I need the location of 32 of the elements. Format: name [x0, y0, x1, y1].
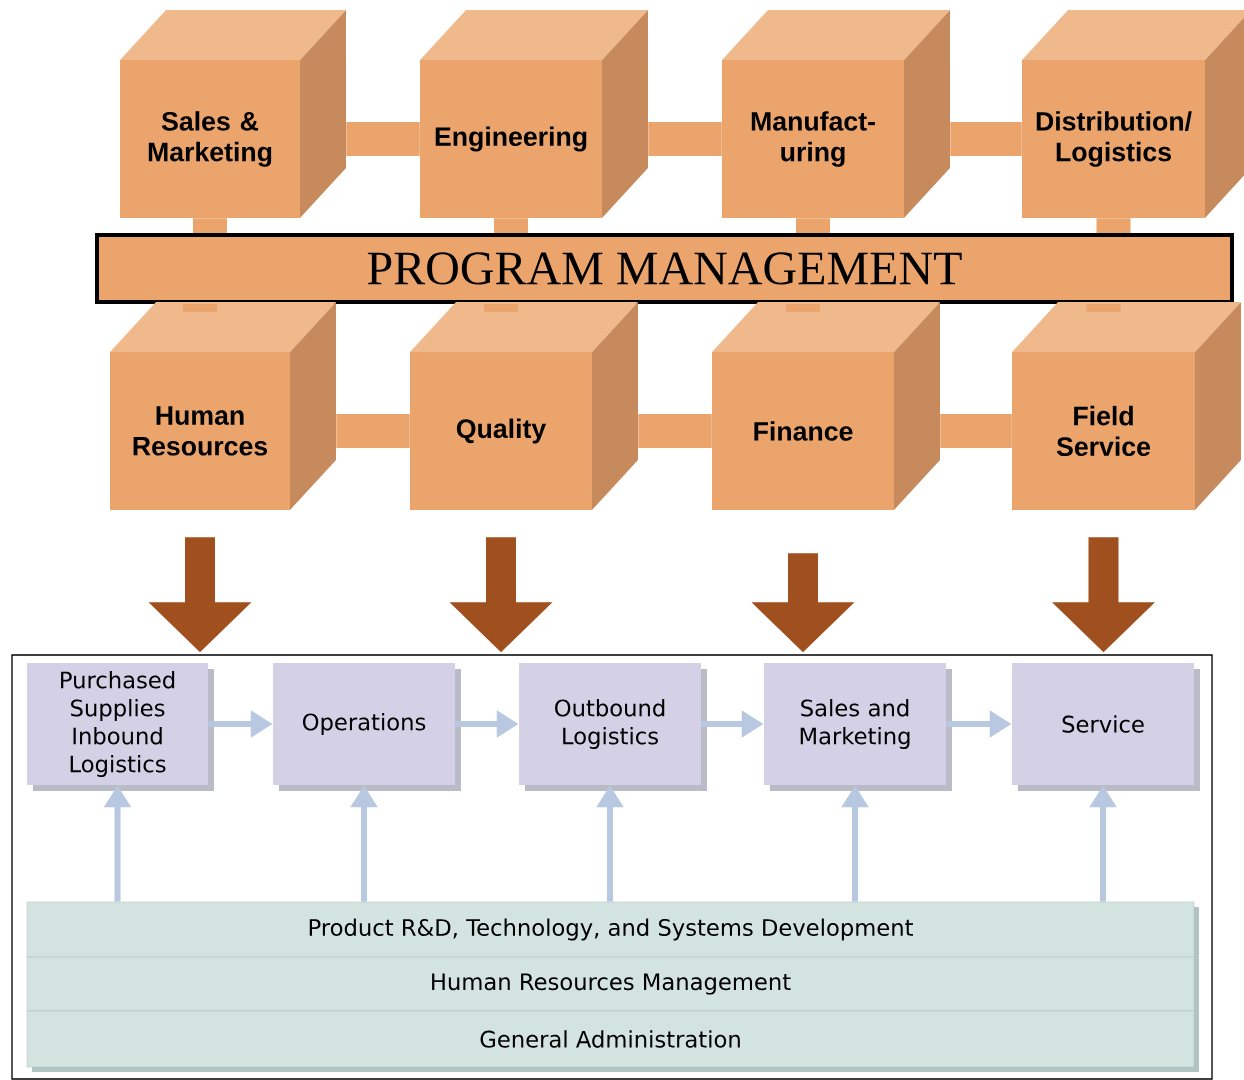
- activity-box: Purchased Supplies Inbound Logistics: [27, 663, 214, 791]
- connector-beam: [940, 414, 1012, 448]
- connector-beam: [346, 122, 420, 156]
- frame-box: [11, 654, 1213, 1080]
- connector-beam: [494, 218, 528, 233]
- connector-beam: [638, 414, 712, 448]
- connector-beam: [786, 304, 820, 312]
- connector-beam: [648, 122, 722, 156]
- cube-box: Finance: [712, 302, 940, 510]
- activity-box: Operations: [273, 663, 461, 791]
- support-band: Product R&D, Technology, and Systems Development: [26, 901, 1199, 962]
- connector-beam: [193, 218, 227, 233]
- connector-beam: [950, 122, 1022, 156]
- support-band: Human Resources Management: [26, 956, 1199, 1016]
- connector-beam: [796, 218, 830, 233]
- activity-box: Sales and Marketing: [764, 663, 952, 791]
- connector-beam: [1096, 218, 1131, 233]
- cube-box: Quality: [410, 302, 638, 510]
- connector-beam: [336, 414, 410, 448]
- cube-box: Sales & Marketing: [120, 10, 346, 218]
- connector-beam: [484, 304, 518, 312]
- activity-box: Outbound Logistics: [519, 663, 707, 791]
- cube-box: Engineering: [420, 10, 648, 218]
- support-band: General Administration: [26, 1010, 1199, 1072]
- program-band: PROGRAM MANAGEMENT: [95, 233, 1234, 304]
- cube-box: Field Service: [1012, 302, 1241, 510]
- activity-box: Service: [1012, 663, 1200, 791]
- connector-beam: [183, 304, 217, 312]
- cube-box: Human Resources: [110, 302, 336, 510]
- connector-beam: [1086, 304, 1121, 312]
- cube-box: Manufact- uring: [722, 10, 950, 218]
- cube-box: Distribution/ Logistics: [1022, 10, 1244, 218]
